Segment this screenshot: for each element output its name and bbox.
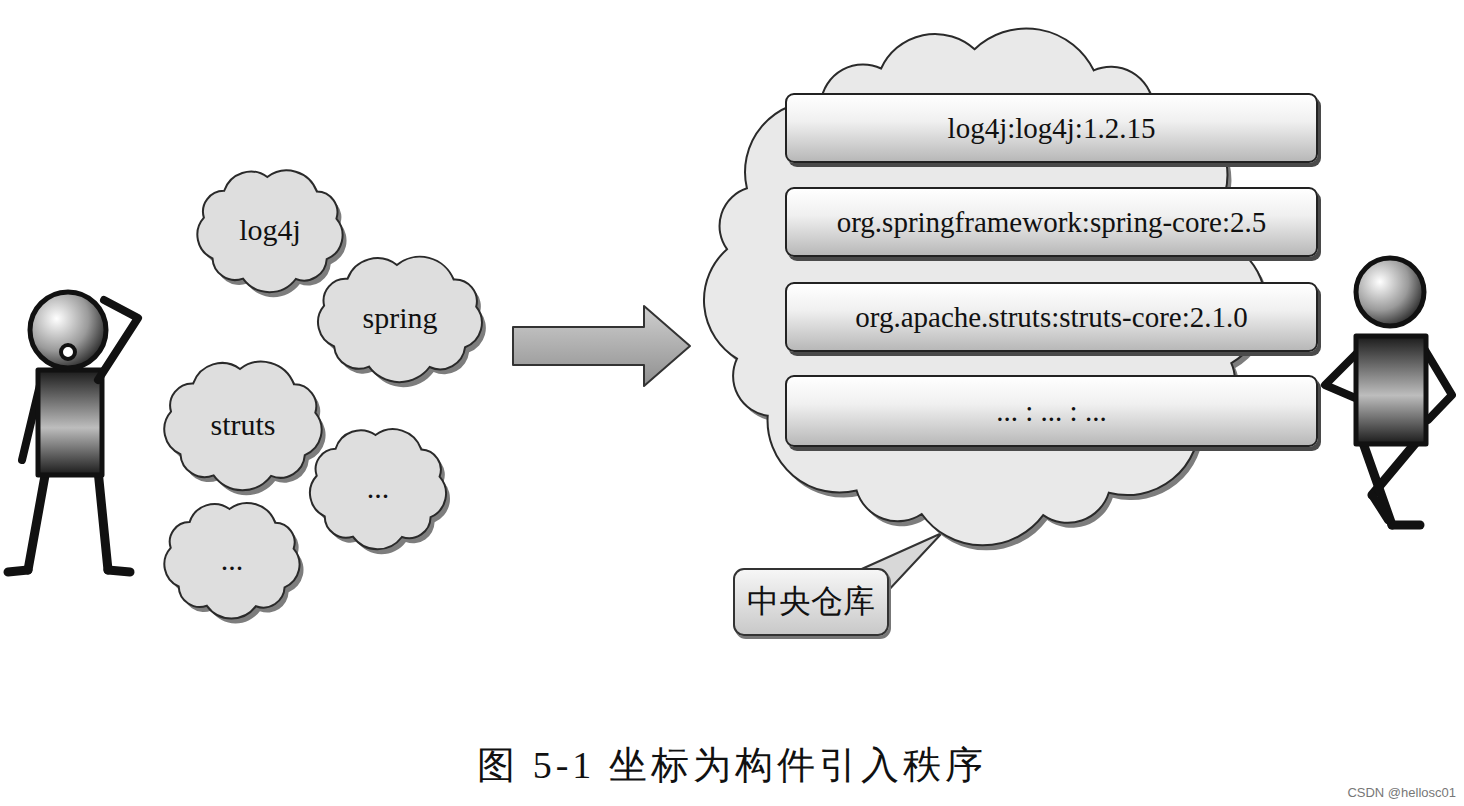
library-name: ... [367,471,390,505]
cloud-shape [318,257,482,382]
library-name: ... [221,543,244,577]
library-cloud: spring [305,248,495,388]
coordinate-bar: ... : ... : ... [785,375,1318,447]
confused-person [8,292,138,572]
library-cloud: ... [298,418,458,558]
coordinate-text: ... : ... : ... [996,395,1106,428]
coordinate-bar: org.springframework:spring-core:2.5 [785,187,1318,257]
cloud-shape [164,362,321,491]
callout-text: 中央仓库 [747,580,875,624]
library-name: struts [210,408,275,442]
library-name: log4j [239,213,301,247]
library-cloud: struts [152,352,334,497]
coordinate-text: org.apache.struts:struts-core:2.1.0 [855,301,1247,334]
library-name: spring [363,301,438,335]
coordinate-bar: log4j:log4j:1.2.15 [785,93,1318,163]
coordinate-bar: org.apache.struts:struts-core:2.1.0 [785,282,1318,352]
watermark: CSDN @hellosc01 [1347,785,1456,800]
central-repository-cloud: log4j:log4j:1.2.15 org.springframework:sp… [690,15,1330,555]
cloud-shape [310,429,446,549]
coordinate-text: log4j:log4j:1.2.15 [948,112,1156,145]
figure-caption: 图 5-1 坐标为构件引入秩序 [0,740,1464,791]
library-cloud: log4j [185,160,355,300]
cloud-shape [197,170,342,292]
callout-box: 中央仓库 [733,568,889,636]
cloud-shape [164,503,299,618]
relaxed-person [1325,258,1452,525]
library-cloud: ... [152,492,312,627]
coordinate-text: org.springframework:spring-core:2.5 [837,206,1267,239]
block-arrow [513,306,690,386]
